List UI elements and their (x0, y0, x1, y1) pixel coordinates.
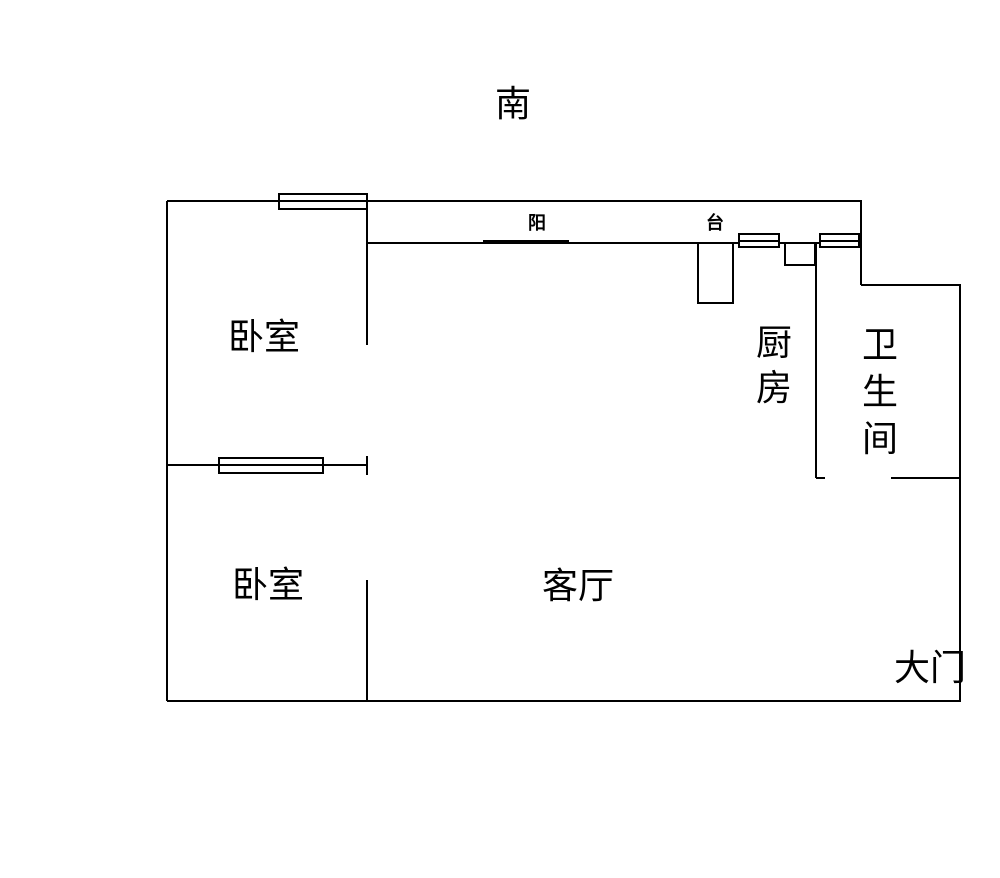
bedroom-bottom-label: 卧室 (232, 565, 304, 606)
kitchen-label-1: 厨 (756, 323, 792, 364)
living-room-label: 客厅 (542, 566, 614, 607)
bathroom-label-3: 间 (862, 419, 898, 460)
bathroom-label-2: 生 (862, 372, 898, 413)
compass-south-label: 南 (495, 84, 531, 125)
windows (218, 193, 860, 474)
kitchen-label-2: 房 (756, 368, 792, 409)
fixtures (697, 242, 816, 304)
bedroom-top-label: 卧室 (228, 317, 300, 358)
balcony-label-1: 阳 (528, 213, 546, 234)
walls (166, 200, 961, 702)
labels: 南 阳 台 卧室 卧室 客厅 厨 房 卫 生 间 大门 (228, 84, 966, 689)
kitchen-fixture (784, 242, 816, 266)
bathroom-label-1: 卫 (862, 325, 898, 366)
balcony-label-2: 台 (706, 212, 724, 234)
main-door-label: 大门 (894, 648, 966, 689)
kitchen-counter (697, 242, 734, 304)
